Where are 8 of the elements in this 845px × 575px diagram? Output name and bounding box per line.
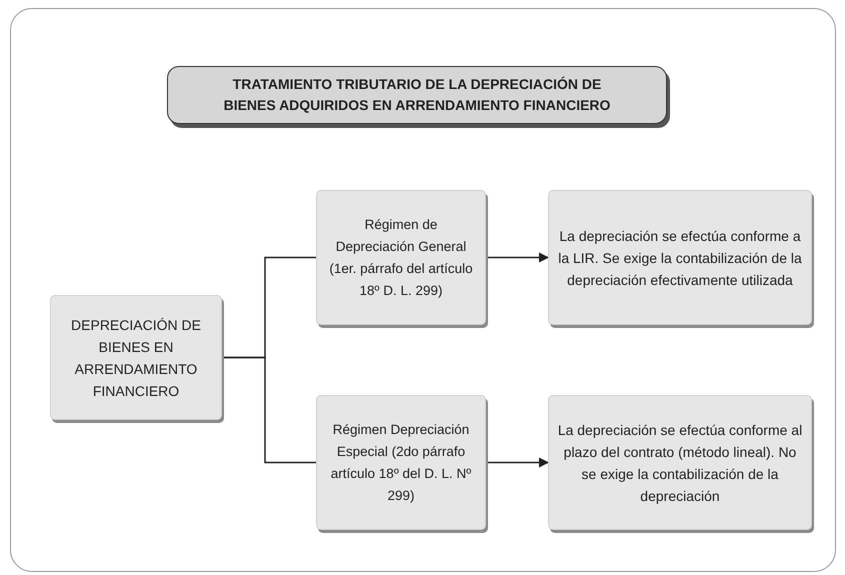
arrow	[486, 458, 549, 468]
connector-line	[222, 356, 316, 464]
text-box: Régimen Depreciación Especial (2do párrafo artículo 18º del D. L. Nº 299)	[316, 395, 486, 530]
arrow	[486, 252, 549, 262]
text-box: La depreciación se efectúa conforme a la LIR. Se exige la contabilización de la depreciación efectivamente utilizada	[548, 190, 812, 325]
text-box: Régimen de Depreciación General (1er. párrafo del artículo 18º D. L. 299)	[316, 190, 486, 325]
text-box: La depreciación se efectúa conforme al plazo del contrato (método lineal). No se exige la contabilización de la depreciación	[548, 395, 812, 530]
text-box: DEPRECIACIÓN DE BIENES EN ARRENDAMIENTO FINANCIERO	[50, 295, 222, 420]
